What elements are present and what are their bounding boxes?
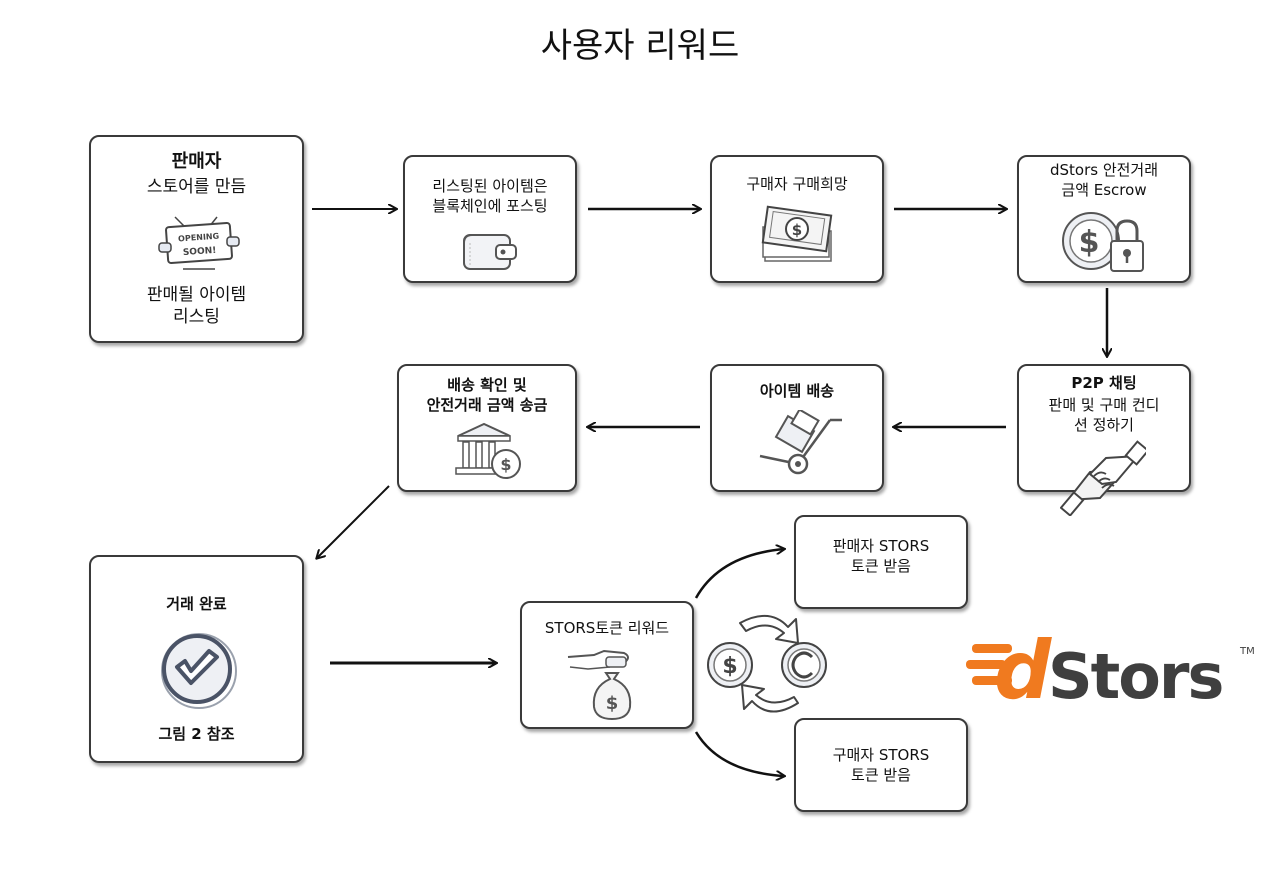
node-reward: STORS토큰 리워드 $ bbox=[520, 601, 694, 729]
seller-line3: 리스팅 bbox=[173, 307, 220, 327]
cash-stack-icon: $ bbox=[761, 205, 833, 262]
svg-text:$: $ bbox=[722, 654, 737, 679]
arrow-confirm-to-complete bbox=[317, 485, 390, 558]
complete-line2: 그림 2 참조 bbox=[158, 725, 235, 743]
arrow-reward-to-seller-token bbox=[694, 549, 784, 599]
listing-line2: 블록체인에 포스팅 bbox=[432, 197, 548, 215]
svg-text:$: $ bbox=[606, 693, 619, 714]
p2p-line1: P2P 채팅 bbox=[1071, 374, 1137, 392]
node-buyer-token: 구매자 STORS 토큰 받음 bbox=[794, 718, 968, 812]
p2p-line2: 판매 및 구매 컨디 bbox=[1048, 396, 1160, 414]
escrow-line2: 금액 Escrow bbox=[1061, 181, 1147, 199]
logo-wordmark: Stors bbox=[1048, 640, 1222, 713]
check-badge-icon bbox=[161, 633, 237, 709]
seller-token-line2: 토큰 받음 bbox=[851, 557, 911, 575]
coin-exchange-cycle-icon: $ bbox=[707, 615, 827, 713]
logo-letter-d: d bbox=[994, 624, 1052, 713]
listing-line1: 리스팅된 아이템은 bbox=[432, 177, 548, 195]
node-listing: 리스팅된 아이템은 블록체인에 포스팅 bbox=[403, 155, 577, 283]
seller-line2: 판매될 아이템 bbox=[146, 285, 247, 305]
seller-token-line1: 판매자 STORS bbox=[832, 537, 930, 555]
seller-heading: 판매자 bbox=[171, 151, 222, 172]
svg-text:$: $ bbox=[1079, 225, 1100, 260]
node-seller-token: 판매자 STORS 토큰 받음 bbox=[794, 515, 968, 609]
seller-line1: 스토어를 만듬 bbox=[146, 177, 247, 197]
sign-text-bottom: SOON! bbox=[183, 246, 217, 258]
node-complete: 거래 완료 그림 2 참조 bbox=[89, 555, 304, 763]
confirm-line2: 안전거래 금액 송금 bbox=[426, 396, 548, 414]
svg-text:$: $ bbox=[792, 221, 802, 239]
escrow-line1: dStors 안전거래 bbox=[1049, 161, 1159, 179]
handshake-icon bbox=[1060, 440, 1146, 516]
dstors-logo: d Stors TM bbox=[966, 624, 1255, 713]
buyer-token-line1: 구매자 STORS bbox=[832, 746, 930, 764]
delivery-line1: 아이템 배송 bbox=[759, 382, 835, 400]
hand-truck-icon bbox=[759, 410, 842, 475]
dollar-coin-lock-icon: $ bbox=[1062, 212, 1144, 272]
p2p-line3: 션 정하기 bbox=[1074, 416, 1134, 434]
node-buyer-intent: 구매자 구매희망 $ bbox=[710, 155, 884, 283]
arrow-reward-to-buyer-token bbox=[694, 731, 784, 776]
confirm-line1: 배송 확인 및 bbox=[447, 376, 527, 394]
buyer-token-line2: 토큰 받음 bbox=[851, 766, 911, 784]
wallet-icon bbox=[463, 234, 517, 270]
logo-speed-lines bbox=[966, 644, 1012, 685]
node-escrow: dStors 안전거래 금액 Escrow $ bbox=[1017, 155, 1191, 283]
buyer-intent-line1: 구매자 구매희망 bbox=[746, 175, 848, 193]
logo-tm: TM bbox=[1239, 646, 1255, 657]
reward-line1: STORS토큰 리워드 bbox=[544, 619, 670, 637]
bank-dollar-icon: $ bbox=[455, 422, 521, 479]
page-title: 사용자 리워드 bbox=[540, 26, 740, 66]
svg-text:$: $ bbox=[500, 455, 511, 474]
node-seller: 판매자 스토어를 만듬 OPENING SOON! 판매될 아이템 리스팅 bbox=[89, 135, 304, 343]
opening-soon-sign-icon: OPENING SOON! bbox=[158, 216, 240, 270]
hand-money-bag-icon: $ bbox=[567, 649, 632, 721]
sign-text-top: OPENING bbox=[178, 232, 220, 244]
node-delivery: 아이템 배송 bbox=[710, 364, 884, 492]
node-confirm: 배송 확인 및 안전거래 금액 송금 $ bbox=[397, 364, 577, 492]
complete-line1: 거래 완료 bbox=[166, 595, 227, 613]
